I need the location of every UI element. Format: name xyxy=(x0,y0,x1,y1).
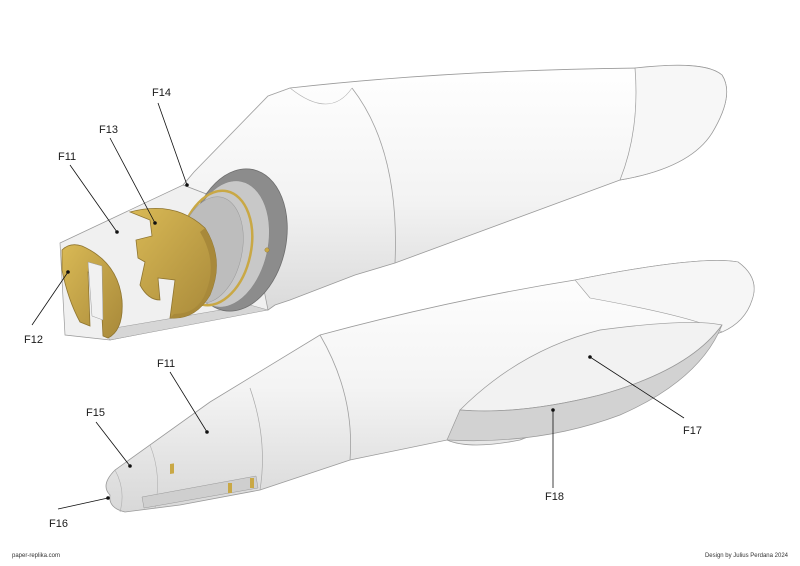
leader-f12-dot xyxy=(66,270,70,274)
label-f15: F15 xyxy=(86,407,105,419)
leader-f16-dot xyxy=(106,496,110,500)
label-f11-top: F11 xyxy=(58,151,76,163)
leader-f14-dot xyxy=(185,183,189,187)
leader-f11-top-dot xyxy=(115,230,119,234)
former-f13-edge xyxy=(170,228,217,319)
leader-f18-dot xyxy=(551,408,555,412)
label-f12: F12 xyxy=(24,334,43,346)
part-labels: F14 F13 F11 F12 F11 F15 F16 F17 F18 xyxy=(24,87,702,530)
lower-rear-cap xyxy=(574,260,755,333)
leader-f16 xyxy=(57,497,109,510)
leader-f11-top xyxy=(69,164,118,233)
upper-panel-line-1 xyxy=(351,87,396,264)
leader-f14 xyxy=(157,102,188,186)
upper-panel-line-2 xyxy=(289,87,353,105)
label-f18: F18 xyxy=(545,491,564,503)
lower-panel-line-4 xyxy=(114,469,123,513)
former-f14-hole xyxy=(264,247,270,253)
former-f12-face xyxy=(87,261,104,321)
lower-panel-line-1 xyxy=(319,334,351,461)
lower-slot-gold-2 xyxy=(228,483,232,493)
label-f16: F16 xyxy=(49,518,68,530)
former-f12 xyxy=(61,244,123,339)
leader-f11-bottom xyxy=(169,371,208,433)
upper-fuselage-part xyxy=(59,64,728,341)
leader-f13-dot xyxy=(153,221,157,225)
leader-f17 xyxy=(589,356,685,419)
upper-rear-cone xyxy=(619,64,728,181)
label-f11-bottom: F11 xyxy=(157,358,175,370)
lower-slot-gold-1 xyxy=(170,463,174,475)
panel-f18 xyxy=(446,324,723,442)
leader-f15-dot xyxy=(128,464,132,468)
footer-website: paper-replika.com xyxy=(12,553,61,559)
leader-f11-bottom-dot xyxy=(205,430,209,434)
leader-f15 xyxy=(95,421,131,467)
lower-slot-gold-3 xyxy=(250,478,254,488)
lower-panel-line-2 xyxy=(249,387,263,491)
leader-f17-dot xyxy=(588,355,592,359)
leader-f13 xyxy=(109,137,156,224)
label-f17: F17 xyxy=(683,425,702,437)
lower-fuselage-part xyxy=(105,260,755,513)
footer-credit: Design by Julius Perdana 2024 xyxy=(704,553,788,559)
leader-lines xyxy=(31,102,685,510)
leader-f12 xyxy=(31,271,69,326)
label-f14: F14 xyxy=(152,87,171,99)
upper-panel-line-3 xyxy=(193,87,291,173)
label-f13: F13 xyxy=(99,124,118,136)
